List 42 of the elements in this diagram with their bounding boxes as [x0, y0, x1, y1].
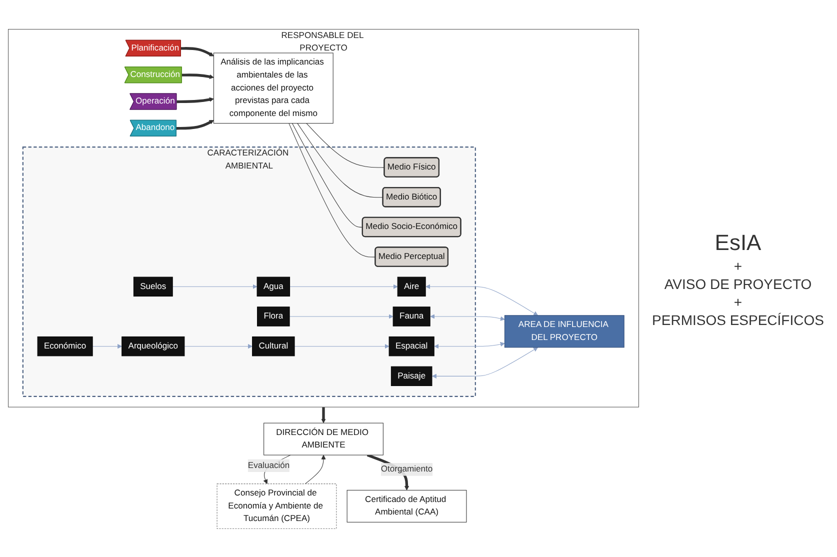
node-box: Flora: [257, 306, 290, 326]
node-box: Económico: [37, 336, 93, 356]
note-text: PERMISOS ESPECÍFICOS: [652, 312, 824, 328]
node-box: AREA DE INFLUENCIA DEL PROYECTO: [504, 314, 624, 348]
arrow: [180, 46, 214, 56]
node-box: Espacial: [388, 336, 434, 356]
document-name: EsIA: [714, 230, 762, 256]
connector: [297, 122, 384, 198]
node-box: Aire: [397, 276, 426, 296]
node-box: Cultural: [252, 336, 295, 356]
arrow: [92, 344, 122, 348]
connector: [288, 122, 376, 257]
arrow: [290, 284, 398, 289]
edge-label: Otorgamiento: [380, 464, 433, 474]
note-text: AVISO DE PROYECTO: [664, 276, 812, 292]
node-box: Análisis de las implicancias ambientales de las acciones del proyecto previstas para cada componente del mismo: [213, 52, 334, 124]
arrow: [426, 284, 538, 316]
arrow: [289, 314, 394, 318]
arrow: [176, 120, 214, 130]
arrow: [432, 346, 538, 378]
node-box: Consejo Provincial de Economía y Ambiente de Tucumán (CPEA): [216, 483, 337, 528]
node-box: Suelos: [133, 276, 173, 296]
edge-label: Evaluación: [248, 460, 290, 470]
note-text: +: [734, 294, 742, 310]
arrow: [172, 284, 258, 289]
node-box: Agua: [256, 276, 290, 296]
arrow: [304, 454, 326, 484]
node-box: Certificado de Aptitud Ambiental (CAA): [346, 490, 467, 522]
node-box: Paisaje: [390, 366, 432, 386]
arrow: [434, 342, 505, 348]
connector: [292, 122, 363, 228]
arrow: [430, 314, 505, 320]
connector: [306, 122, 385, 168]
arrow: [184, 344, 253, 348]
arrow: [182, 73, 214, 79]
node-box: Arqueológico: [122, 336, 185, 356]
node-box: DIRECCIÓN DE MEDIO AMBIENTE: [264, 422, 384, 455]
arrow: [176, 96, 214, 103]
arrow: [294, 344, 390, 348]
note-text: +: [734, 258, 742, 274]
arrow: [321, 406, 326, 423]
node-box: Fauna: [392, 306, 430, 326]
